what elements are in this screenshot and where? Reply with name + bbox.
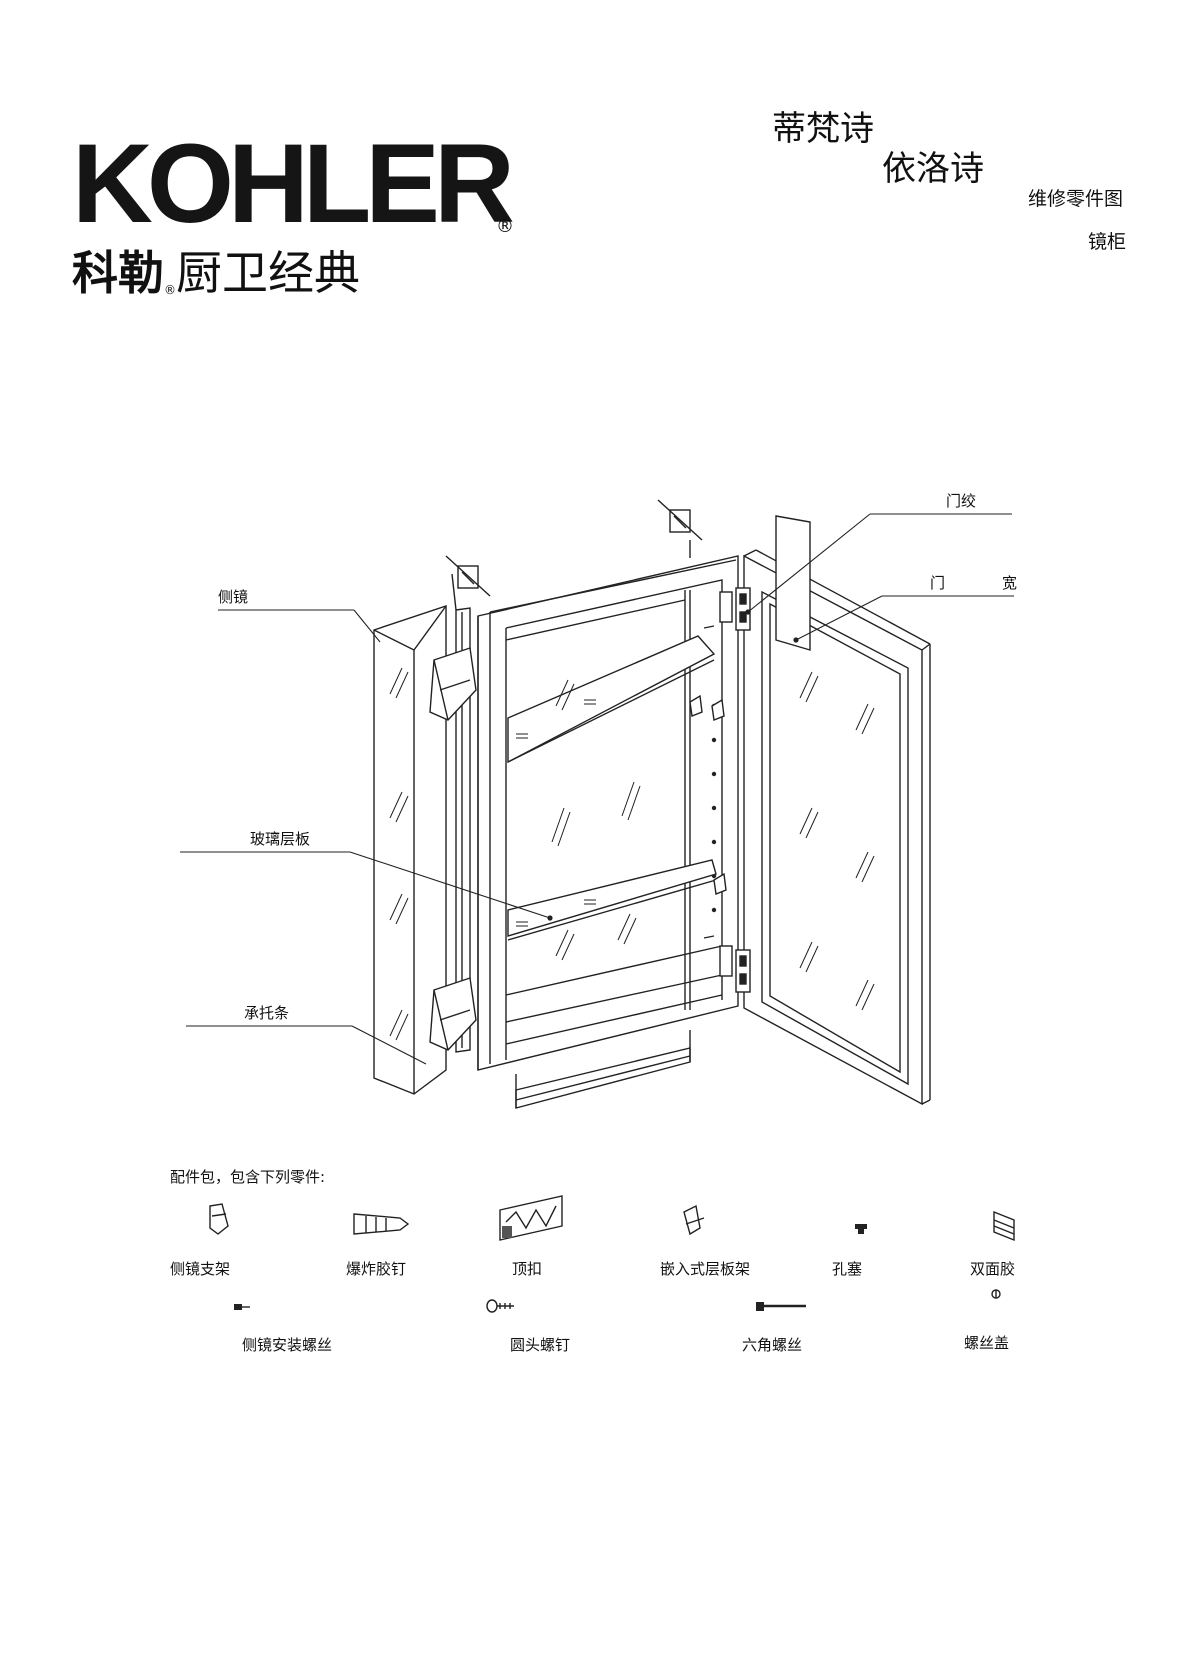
part-label: 侧镜安装螺丝: [242, 1338, 332, 1353]
callout-support-strip: 承托条: [244, 1006, 289, 1021]
icon-hex-screw: [756, 1302, 806, 1311]
hinge-plate-top: [720, 592, 732, 622]
part-label: 侧镜支架: [170, 1262, 230, 1277]
callout-hinge: 门绞: [946, 494, 976, 509]
icon-side-mirror-screw: [234, 1304, 250, 1310]
top-clip-right: [658, 500, 702, 558]
part-label: 嵌入式层板架: [660, 1262, 750, 1277]
protective-panel: [776, 516, 810, 650]
icon-shelf-support: [684, 1206, 704, 1234]
callout-side-mirror: 侧镜: [218, 590, 248, 605]
icon-hole-plug: [855, 1224, 867, 1234]
icon-top-clip: [500, 1196, 562, 1240]
part-label: 六角螺丝: [742, 1338, 802, 1353]
callout-door: 门: [930, 576, 945, 591]
part-label: 孔塞: [832, 1262, 862, 1277]
icon-double-tape: [994, 1212, 1014, 1240]
cabinet-body: [478, 556, 738, 1070]
callout-width: 宽: [1002, 576, 1017, 591]
part-label: 爆炸胶钉: [346, 1262, 406, 1277]
icon-screw-cap: [992, 1290, 1000, 1298]
icon-side-mirror-bracket: [210, 1204, 228, 1234]
kit-title: 配件包，包含下列零件:: [170, 1170, 325, 1185]
door-hinge-top: [736, 588, 750, 630]
part-label: 双面胶: [970, 1262, 1015, 1277]
part-label: 顶扣: [512, 1262, 542, 1277]
door-hinge-bottom: [736, 950, 750, 992]
hinge-plate-bottom: [720, 946, 732, 976]
icon-anchor-plug: [354, 1214, 408, 1234]
mirror-door: [744, 550, 930, 1104]
part-label: 螺丝盖: [964, 1336, 1009, 1351]
part-label: 圆头螺钉: [510, 1338, 570, 1353]
icon-round-head-screw: [487, 1300, 514, 1312]
callout-glass-shelf: 玻璃层板: [250, 832, 310, 847]
